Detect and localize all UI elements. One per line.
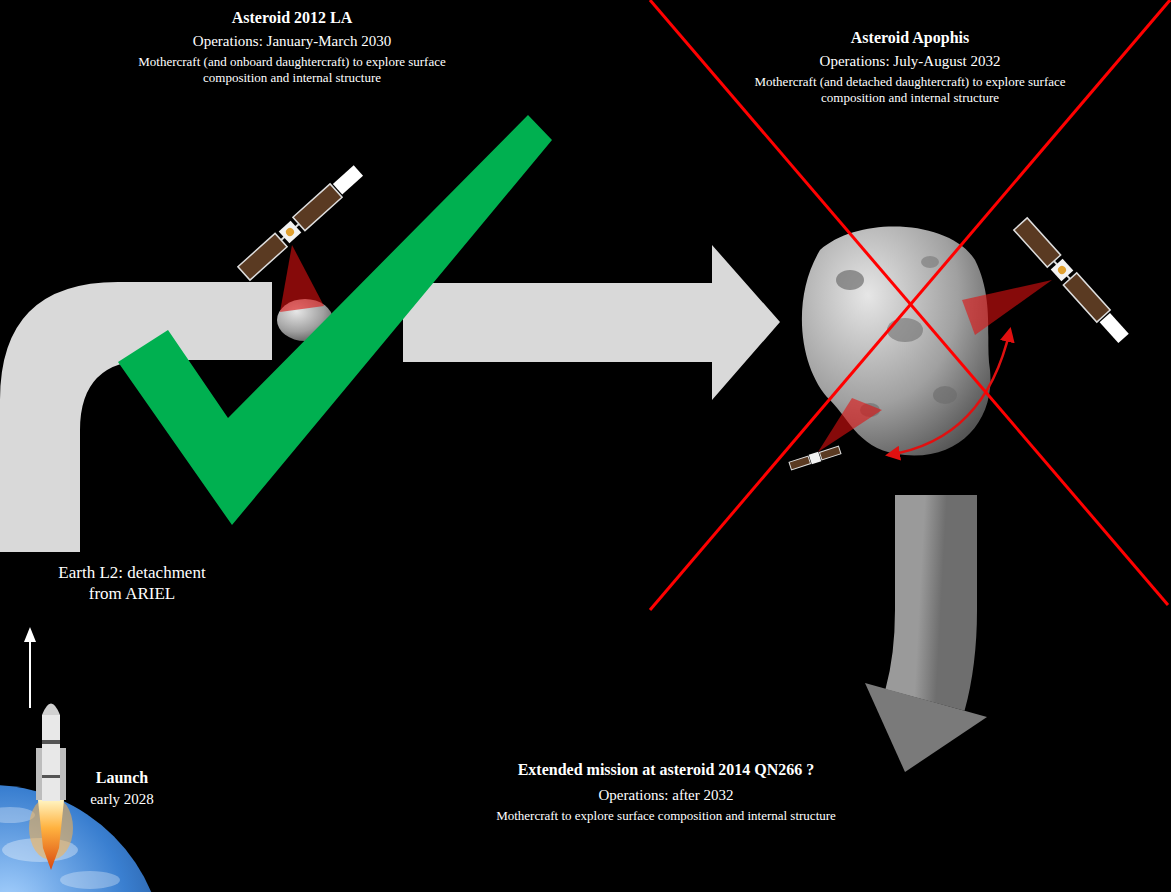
rocket-flame bbox=[38, 800, 64, 870]
mission-description: Mothercraft (and onboard daughtercraft) … bbox=[127, 54, 457, 87]
crater bbox=[887, 318, 923, 342]
solar-panel bbox=[1063, 273, 1110, 322]
stage-label: Earth L2: detachment from ARIEL bbox=[45, 562, 220, 605]
check-mark bbox=[118, 115, 552, 525]
rocket-nose bbox=[42, 704, 60, 716]
target-name: Extended mission at asteroid 2014 QN266 … bbox=[446, 760, 886, 780]
arrow-head bbox=[865, 683, 987, 772]
stage-label: Launch bbox=[82, 768, 162, 788]
crater bbox=[933, 386, 957, 404]
spacecraft-bus bbox=[1051, 259, 1074, 282]
rocket-band bbox=[42, 775, 60, 778]
curved-flow-arrow bbox=[925, 495, 936, 700]
mission-description: Mothercraft (and detached daughtercraft)… bbox=[743, 74, 1078, 107]
instrument bbox=[1056, 264, 1067, 275]
daughtercraft bbox=[789, 445, 842, 471]
mothercraft bbox=[1014, 218, 1130, 344]
solar-panel bbox=[1014, 218, 1061, 267]
solar-panel bbox=[819, 446, 840, 460]
sensor-cone bbox=[280, 245, 324, 312]
operations-date: Operations: July-August 2032 bbox=[750, 52, 1070, 71]
target-name: Asteroid 2012 LA bbox=[142, 8, 442, 28]
cross-mark bbox=[650, 0, 1168, 605]
mission-description: Mothercraft to explore surface compositi… bbox=[486, 808, 846, 824]
solar-panel bbox=[789, 456, 810, 470]
solar-panel bbox=[238, 233, 287, 280]
rocket-body bbox=[42, 715, 60, 801]
operations-date: Operations: January-March 2030 bbox=[132, 32, 452, 51]
mothercraft bbox=[238, 164, 364, 280]
rocket-booster bbox=[60, 748, 66, 800]
instrument bbox=[284, 226, 295, 237]
arrow-head bbox=[24, 627, 36, 642]
cross-mark bbox=[650, 0, 1170, 610]
solar-panel bbox=[293, 184, 342, 231]
sensor-cone bbox=[962, 280, 1052, 335]
launch-date: early 2028 bbox=[72, 790, 172, 809]
antenna bbox=[1100, 313, 1129, 343]
target-name: Asteroid Apophis bbox=[760, 28, 1060, 48]
crater bbox=[836, 270, 864, 290]
antenna bbox=[333, 165, 363, 194]
rocket-booster bbox=[36, 748, 42, 800]
crater bbox=[921, 256, 939, 268]
sensor-cone bbox=[818, 398, 882, 452]
spacecraft-bus bbox=[279, 221, 302, 244]
flow-arrow bbox=[403, 245, 780, 400]
rocket-band bbox=[42, 740, 60, 744]
operations-date: Operations: after 2032 bbox=[516, 786, 816, 805]
launch-arrow bbox=[29, 640, 31, 708]
spacecraft-bus bbox=[809, 452, 822, 465]
cloud bbox=[60, 871, 120, 889]
